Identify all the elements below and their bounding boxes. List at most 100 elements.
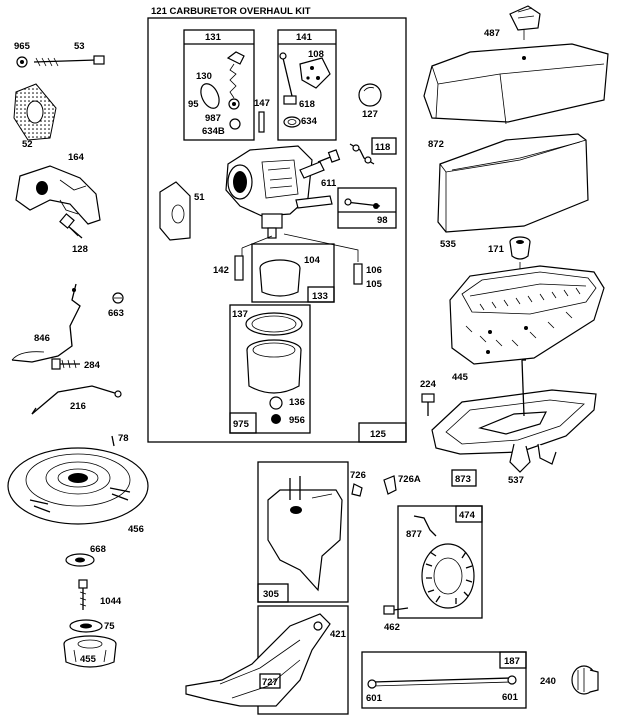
screw-147: 147 [254,98,270,133]
label-95: 95 [188,99,199,110]
label-601-right: 601 [502,692,519,703]
label-125: 125 [370,429,387,440]
clutch-455: 455 [63,635,117,668]
label-171: 171 [488,244,505,255]
label-136: 136 [289,397,305,408]
label-108: 108 [308,49,324,60]
label-52: 52 [22,139,33,150]
blower-housing-727: 727 421 [185,605,349,715]
kit-141-group: 141 108 618 634 [277,29,337,141]
label-187: 187 [504,656,520,667]
spring-part [229,63,237,99]
rotating-screen-456: 456 [7,447,149,535]
screw-224: 224 [420,379,437,416]
screw-663: 663 [108,292,124,319]
label-305: 305 [263,589,280,600]
label-141: 141 [296,32,313,43]
needle-clip-part [226,51,245,65]
label-462: 462 [384,622,400,633]
label-75: 75 [104,621,115,632]
label-1044: 1044 [100,596,122,607]
tank-305: 305 [257,461,349,603]
label-130: 130 [196,71,212,82]
label-537: 537 [508,475,524,486]
label-956: 956 [289,415,305,426]
screw-618-part [283,95,297,105]
label-965: 965 [14,41,31,52]
kit-975-group: 137 136 975 956 [229,304,311,434]
knob-487: 487 [484,5,541,40]
part-726: 726 [350,470,366,497]
label-137: 137 [232,309,248,320]
label-987: 987 [205,113,221,124]
label-487: 487 [484,28,500,39]
washer-668: 668 [65,544,106,567]
label-98: 98 [377,215,388,226]
label-634: 634 [301,116,318,127]
label-142: 142 [213,265,229,276]
o-ring-634-part [283,116,301,128]
cover-872: 872 [423,43,609,150]
label-78: 78 [118,433,129,444]
kit-118-group: 118 [349,137,397,165]
label-474: 474 [459,510,476,521]
label-128: 128 [72,244,88,255]
kit-title: 121 CARBURETOR OVERHAUL KIT [151,6,311,17]
label-284: 284 [84,360,101,371]
link-846: 846 [11,283,81,363]
screw-462: 462 [383,605,409,633]
label-421: 421 [330,629,347,640]
part-726A: 726A [383,474,421,495]
label-53: 53 [74,41,85,52]
label-727: 727 [262,677,278,688]
gasket-108-part [299,57,331,89]
label-634B: 634B [202,126,225,137]
label-106: 106 [366,265,382,276]
label-872: 872 [428,139,444,150]
label-663: 663 [108,308,124,319]
carburetor-kit-frame: 121 CARBURETOR OVERHAUL KIT 125 [147,6,407,443]
carburetor-body [225,145,333,239]
label-668: 668 [90,544,106,555]
cap-240: 240 [540,665,599,695]
kit-98-group: 98 [337,187,397,229]
label-131: 131 [205,32,222,43]
label-127: 127 [362,109,378,120]
label-455: 455 [80,654,97,665]
screw-611: 611 [317,149,341,189]
label-726: 726 [350,470,366,481]
welch-plug-127: 127 [358,83,382,120]
gasket-52: 52 [13,83,57,150]
screw-284: 284 [51,358,101,371]
tube-187: 187 601 601 [361,651,527,709]
label-618: 618 [299,99,315,110]
air-filter-445: 445 [449,265,605,383]
stud-965-53: 965 53 [14,41,105,68]
label-975: 975 [233,419,250,430]
label-611: 611 [321,178,337,189]
needle-part [282,57,293,97]
label-104: 104 [304,255,321,266]
label-box-125 [358,422,407,443]
label-601-left: 601 [366,693,383,704]
gasket-51: 51 [159,181,205,241]
base-537: 537 873 [431,359,597,487]
label-445: 445 [452,372,469,383]
link-216: 216 [31,385,122,415]
label-216: 216 [70,401,86,412]
label-726A: 726A [398,474,421,485]
label-240: 240 [540,676,556,687]
label-846: 846 [34,333,50,344]
label-105: 105 [366,279,383,290]
label-118: 118 [375,142,390,153]
nut-171: 171 [488,236,531,296]
label-224: 224 [420,379,437,390]
label-133: 133 [312,291,328,302]
washer-part [229,118,241,130]
label-147: 147 [254,98,270,109]
bolt-1044: 1044 [78,579,122,610]
label-535: 535 [440,239,457,250]
bracket-164: 164 [15,152,101,225]
prefilter-535: 535 [437,133,589,250]
